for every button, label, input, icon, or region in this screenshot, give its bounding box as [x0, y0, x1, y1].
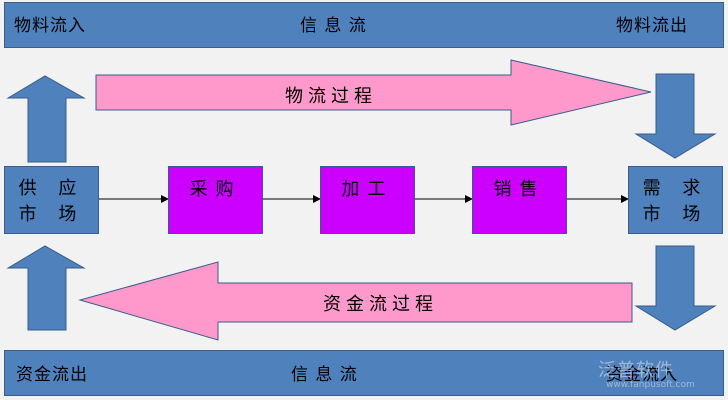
watermark-text: 泛普软件 — [598, 360, 674, 381]
demand-market-line1: 需 求 — [642, 178, 709, 199]
capital-outflow-label: 资金流出 — [16, 365, 88, 385]
sales-step-label: 销售 — [493, 179, 546, 200]
sales-step-box: 销售 — [472, 166, 567, 234]
up-arrow-upper-left — [6, 75, 86, 163]
processing-step-label: 加工 — [341, 179, 394, 200]
material-flow-label: 物流过程 — [285, 86, 377, 107]
material-inflow-label: 物料流入 — [14, 16, 86, 36]
bottom-information-flow-label: 信 息 流 — [291, 365, 358, 385]
top-information-band — [4, 2, 724, 48]
bottom-information-band — [4, 350, 724, 396]
material-flow-arrow — [95, 59, 652, 126]
supply-market-line1: 供 应 — [18, 178, 85, 199]
demand-market-line2: 市 场 — [642, 204, 709, 225]
supply-market-box: 供 应 市 场 — [4, 166, 99, 234]
capital-inflow-label: 资金流入 — [606, 365, 678, 385]
up-arrow-lower-left — [6, 245, 86, 331]
demand-market-box: 需 求 市 场 — [628, 166, 723, 234]
material-outflow-label: 物料流出 — [616, 16, 688, 36]
down-arrow-lower-right — [634, 245, 717, 331]
purchase-step-label: 采购 — [189, 179, 242, 200]
processing-step-box: 加工 — [320, 166, 415, 234]
capital-flow-label: 资金流过程 — [323, 294, 438, 315]
top-information-flow-label: 信 息 流 — [300, 16, 367, 36]
capital-flow-arrow — [78, 261, 633, 341]
purchase-step-box: 采购 — [168, 166, 263, 234]
down-arrow-upper-right — [634, 73, 717, 159]
watermark-url: www.fanpusoft.com — [606, 380, 695, 390]
supply-market-line2: 市 场 — [18, 204, 85, 225]
